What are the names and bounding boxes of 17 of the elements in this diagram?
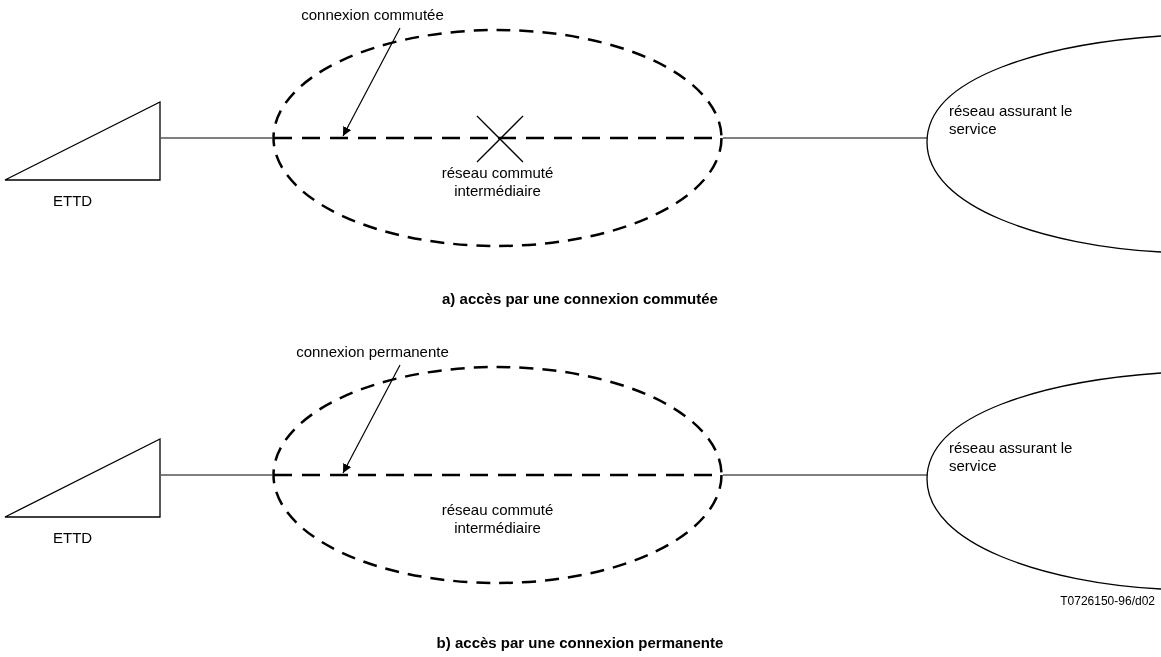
figure-caption: a) accès par une connexion commutée xyxy=(442,290,718,307)
connection-line xyxy=(160,474,273,476)
network-label: réseau commuté intermédiaire xyxy=(440,501,555,537)
callout-text: connexion permanente xyxy=(295,343,450,361)
callout-text: connexion commutée xyxy=(300,6,445,24)
figure-caption: b) accès par une connexion permanente xyxy=(436,634,724,651)
leader-line xyxy=(342,364,401,474)
network-label: réseau assurant le service xyxy=(949,102,1074,138)
connection-line xyxy=(160,137,273,139)
figure-reference: T0726150-96/d02 xyxy=(1060,594,1155,608)
network-label: réseau assurant le service xyxy=(949,439,1074,475)
network-label: réseau commuté intermédiaire xyxy=(440,164,555,200)
connection-line xyxy=(722,474,928,476)
leader-line xyxy=(342,27,401,137)
terminal-label: ETTD xyxy=(53,192,93,210)
terminal-label: ETTD xyxy=(53,529,93,547)
connection-line xyxy=(722,137,928,139)
